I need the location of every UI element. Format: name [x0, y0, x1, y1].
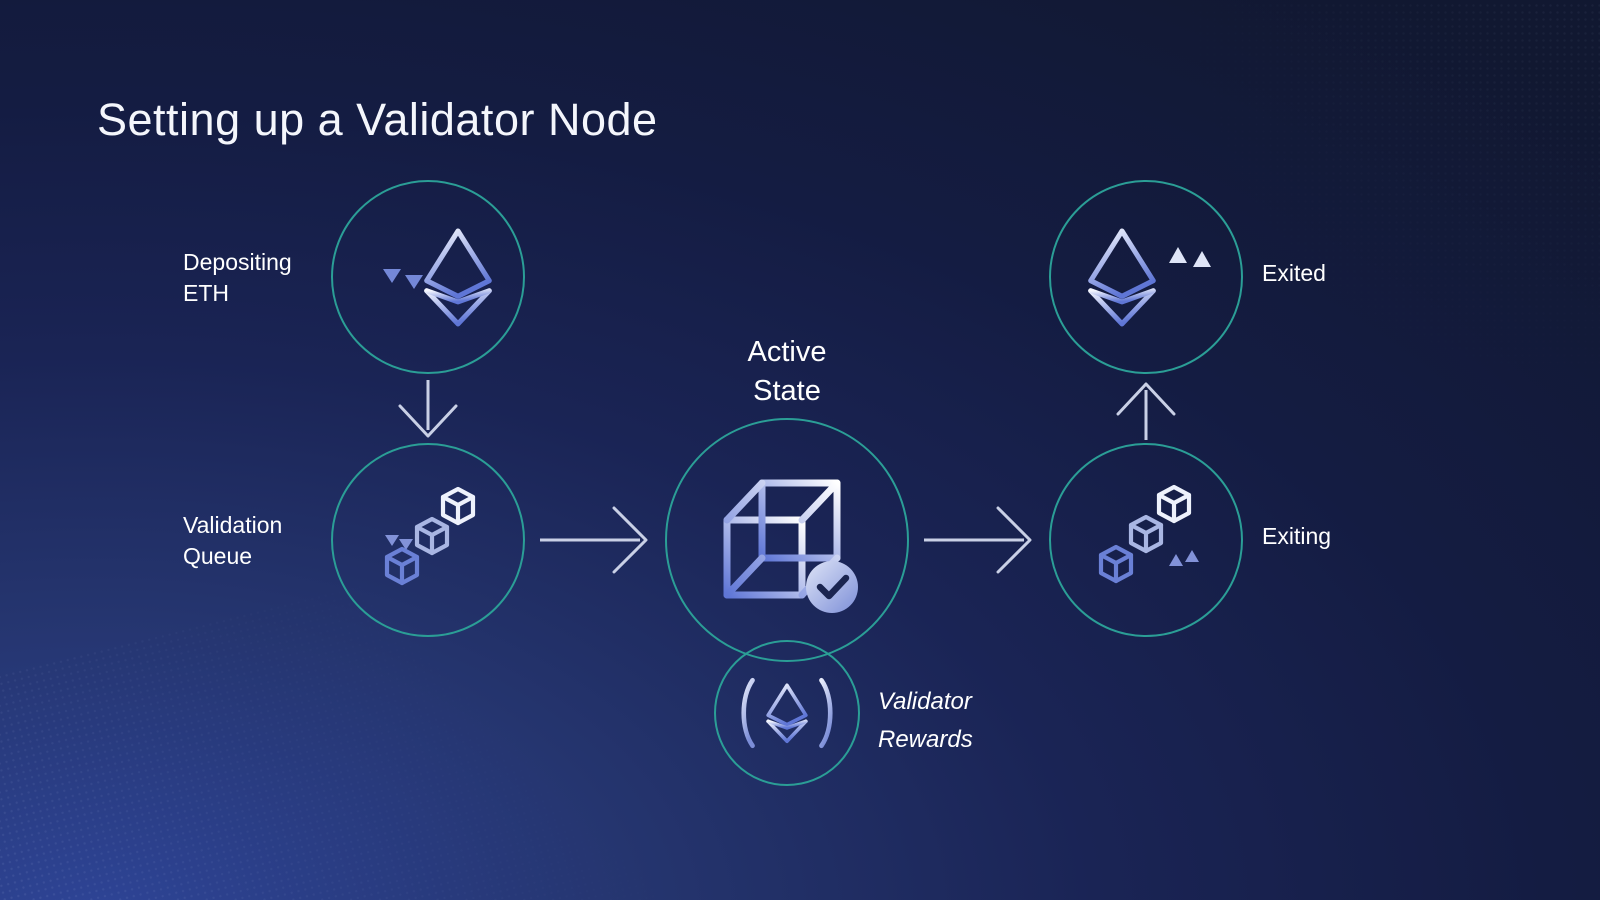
- wireframe-cube-icon: [723, 479, 841, 599]
- eth-deposit-icon: [383, 228, 492, 327]
- exited-icon: [1088, 228, 1211, 327]
- ethereum-logo-icon: [424, 228, 492, 327]
- node-exiting: [1049, 443, 1243, 637]
- active-state-cube-icon: [723, 479, 858, 613]
- checkmark-badge-icon: [806, 561, 858, 613]
- label-validator-rewards: Validator Rewards: [878, 688, 973, 753]
- ethereum-logo-icon: [766, 683, 808, 744]
- node-active-state: [665, 418, 909, 662]
- down-arrow-connector-icon: [398, 380, 458, 438]
- cube-icon: [414, 516, 450, 556]
- label-depositing-eth: Depositing ETH: [183, 249, 292, 306]
- label-active-state: Active State: [747, 336, 827, 407]
- double-up-arrow-small-icon: [1169, 550, 1199, 583]
- validation-queue-icon: [384, 486, 476, 586]
- node-validator-rewards: [714, 640, 860, 786]
- right-arrow-connector-icon: [540, 506, 648, 574]
- cube-icon: [384, 546, 420, 586]
- cube-icon: [1128, 514, 1164, 554]
- double-up-arrow-icon: [1169, 247, 1211, 302]
- page-title: Setting up a Validator Node: [97, 94, 658, 145]
- up-arrow-connector-icon: [1116, 382, 1176, 440]
- arrow-active-to-exiting: [922, 504, 1034, 576]
- right-arrow-connector-icon: [924, 506, 1032, 574]
- node-exited: [1049, 180, 1243, 374]
- ethereum-logo-icon: [1088, 228, 1156, 327]
- node-validation-queue: [331, 443, 525, 637]
- cube-icon: [1098, 544, 1134, 584]
- node-depositing-eth: [331, 180, 525, 374]
- label-exited: Exited: [1262, 260, 1326, 286]
- double-down-arrow-small-icon: [385, 517, 413, 550]
- double-down-arrow-icon: [383, 238, 423, 289]
- validator-rewards-icon: [741, 677, 833, 749]
- label-exiting: Exiting: [1262, 523, 1332, 549]
- exiting-icon: [1098, 484, 1199, 584]
- cube-icon: [440, 486, 476, 526]
- parentheses-icon: [741, 677, 833, 749]
- arrow-exiting-to-exited: [1114, 380, 1178, 442]
- arrow-queue-to-active: [538, 504, 650, 576]
- label-validation-queue: Validation Queue: [183, 512, 283, 569]
- cube-icon: [1156, 484, 1192, 524]
- arrow-deposit-to-queue: [396, 378, 460, 440]
